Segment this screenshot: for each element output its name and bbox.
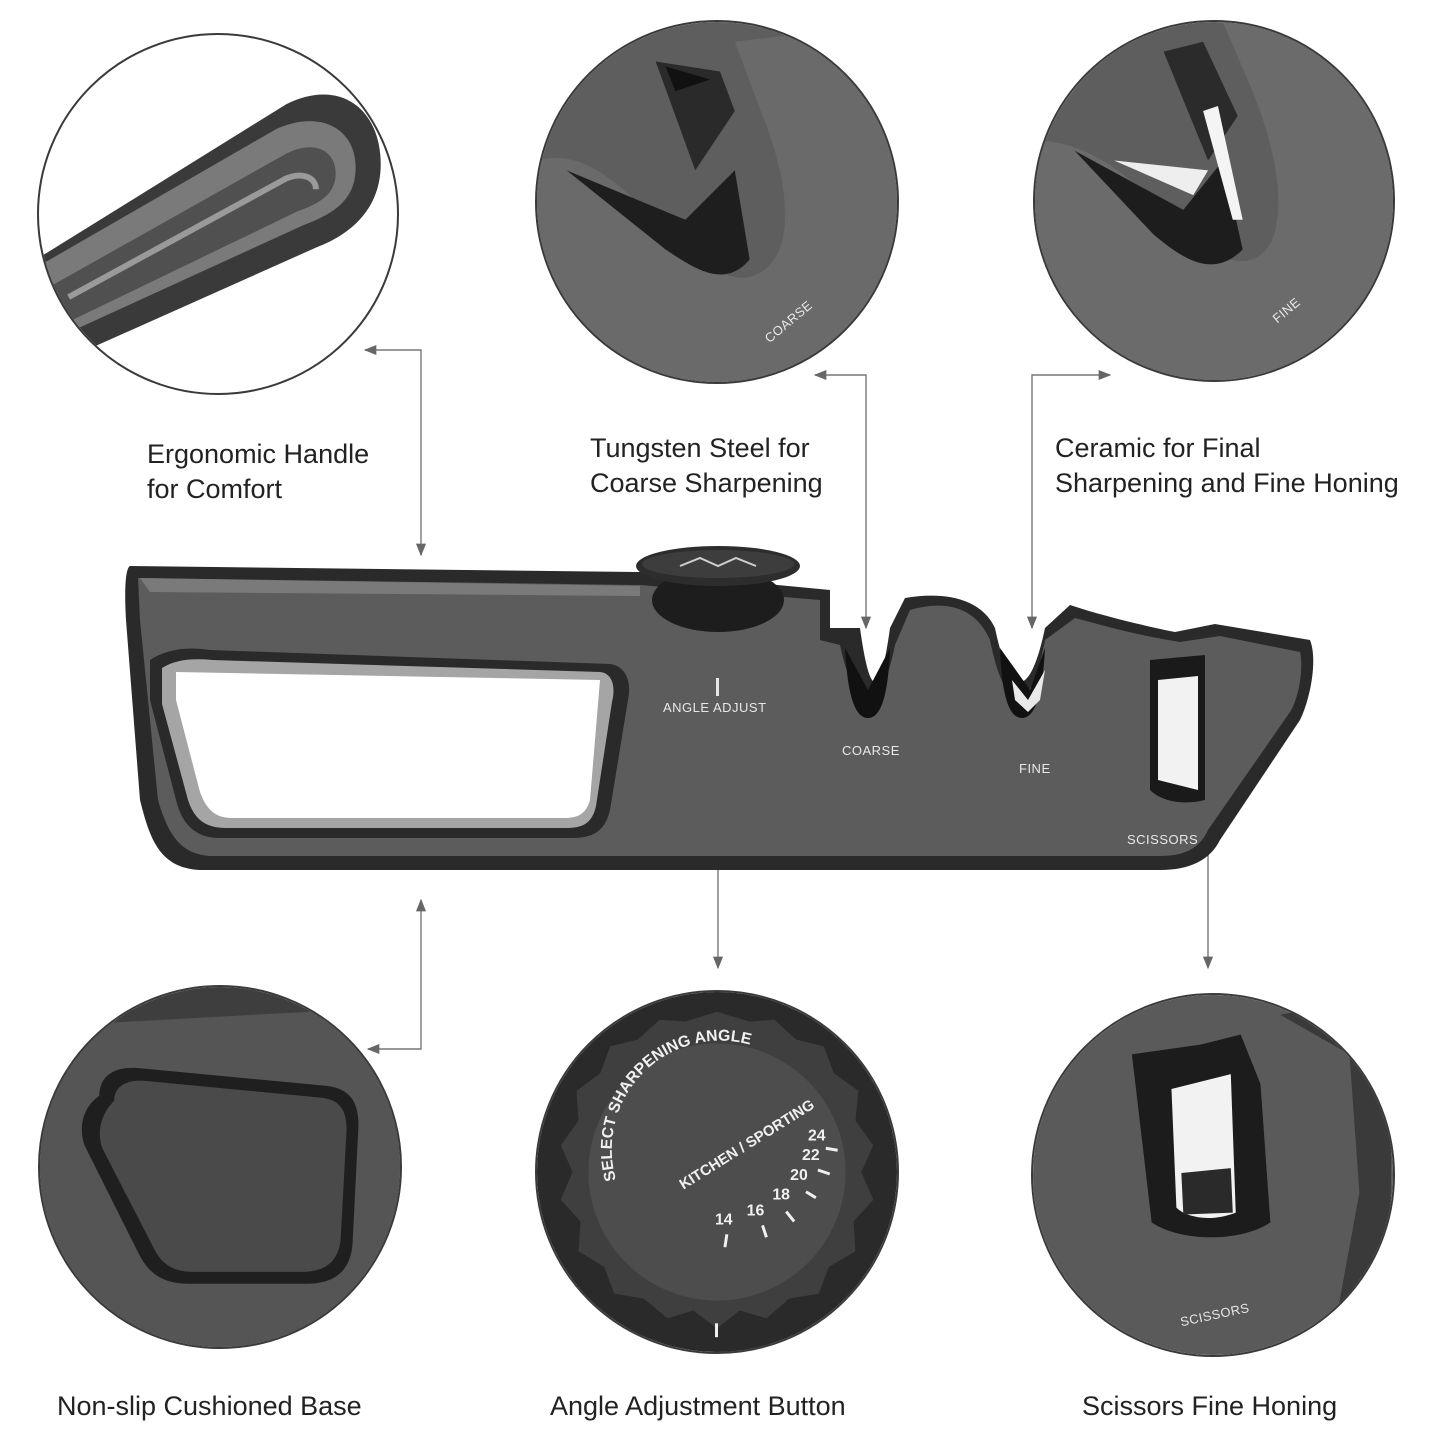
fine-detail-graphic: FINE [1035,22,1393,380]
angle-14: 14 [715,1211,733,1228]
coarse-body-label: COARSE [842,743,900,758]
coarse-caption: Tungsten Steel for Coarse Sharpening [590,431,823,501]
angle-24: 24 [808,1127,826,1144]
handle-caption: Ergonomic Handle for Comfort [147,437,369,507]
handle-caption-line2: for Comfort [147,474,283,504]
angle-adjust-label: ANGLE ADJUST [663,700,767,715]
scissors-caption: Scissors Fine Honing [1082,1389,1337,1424]
angle-16: 16 [747,1203,765,1220]
base-detail-graphic [40,987,400,1347]
base-caption-text: Non-slip Cushioned Base [57,1391,362,1421]
coarse-caption-line1: Tungsten Steel for [590,433,810,463]
fine-caption-line2: Sharpening and Fine Honing [1055,468,1399,498]
angle-dial-circle: SELECT SHARPENING ANGLE KITCHEN / SPORTI… [535,990,899,1354]
angle-caption-text: Angle Adjustment Button [550,1391,846,1421]
coarse-detail-graphic: COARSE [537,22,897,382]
handle-detail-graphic [39,94,381,372]
angle-dial-graphic: SELECT SHARPENING ANGLE KITCHEN / SPORTI… [537,992,897,1352]
scissors-caption-text: Scissors Fine Honing [1082,1391,1338,1421]
coarse-slot [845,648,890,718]
scissors-body-label: SCISSORS [1127,832,1198,847]
fine-detail-circle: FINE [1033,20,1395,382]
scissors-detail-circle: SCISSORS [1031,993,1395,1357]
base-detail-circle [38,985,402,1349]
coarse-detail-circle: COARSE [535,20,899,384]
angle-20: 20 [790,1167,808,1184]
angle-22: 22 [802,1147,820,1164]
angle-18: 18 [772,1187,790,1204]
handle-detail-circle [37,33,399,395]
fine-body-label: FINE [1019,761,1051,776]
scissors-detail-graphic: SCISSORS [1033,995,1393,1355]
handle-caption-line1: Ergonomic Handle [147,439,370,469]
dial-angle-values: 14 16 18 20 22 24 [715,1127,826,1228]
fine-caption-line1: Ceramic for Final [1055,433,1261,463]
fine-caption: Ceramic for Final Sharpening and Fine Ho… [1055,431,1399,501]
base-caption: Non-slip Cushioned Base [57,1389,362,1424]
angle-caption: Angle Adjustment Button [550,1389,846,1424]
coarse-caption-line2: Coarse Sharpening [590,468,823,498]
